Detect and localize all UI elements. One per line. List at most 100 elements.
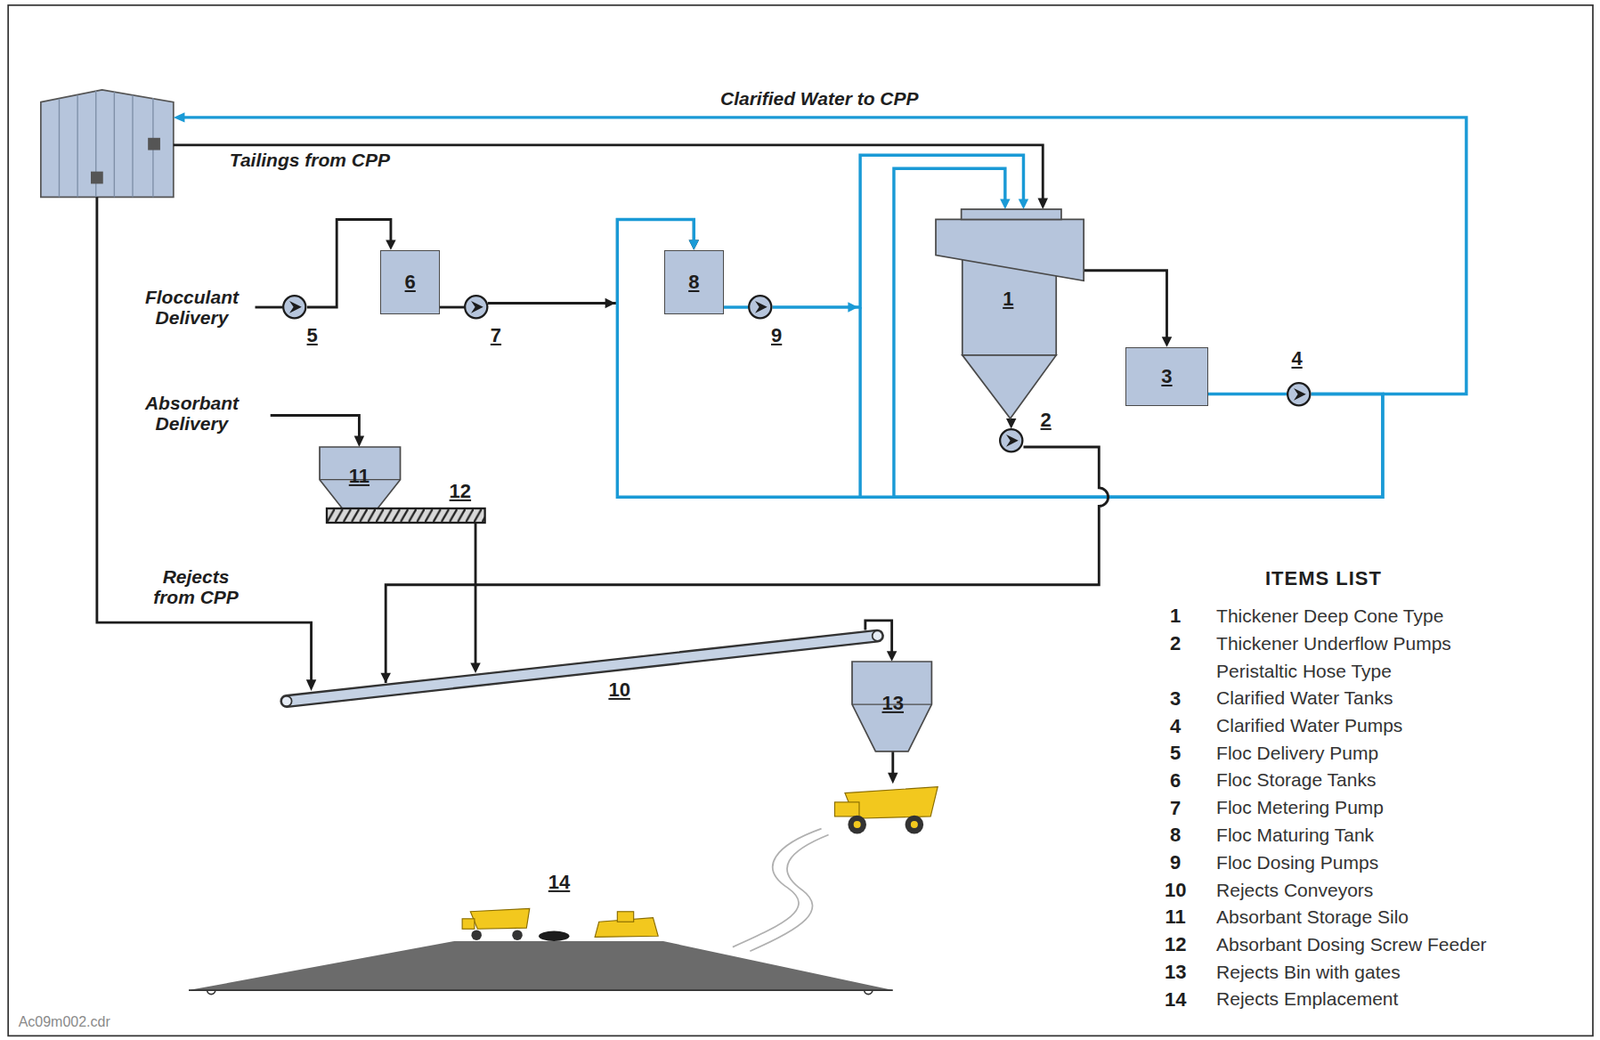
callout-number: 11 (349, 465, 370, 488)
frame (8, 5, 1593, 1037)
pump-symbol-outline (282, 294, 308, 320)
item-text: Clarified Water Tanks (1216, 683, 1393, 712)
emplacement-outline (188, 934, 894, 996)
arrow-head (689, 239, 699, 250)
input-label: Absorbant Delivery (145, 392, 239, 434)
callout-number: 1 (1002, 288, 1014, 310)
item-number: 2 (1169, 629, 1181, 658)
water-pipe (1208, 393, 1287, 395)
item-text: Floc Dosing Pumps (1216, 848, 1379, 877)
item-text: Floc Delivery Pump (1216, 739, 1379, 767)
thickener: 1 (935, 209, 1084, 419)
callout-number: 7 (490, 324, 502, 347)
bin: 13 (852, 661, 932, 752)
callout-number: 12 (449, 480, 472, 503)
item-text: Rejects Emplacement (1216, 984, 1398, 1013)
item-number: 8 (1169, 820, 1181, 849)
arrow-head (886, 650, 897, 661)
item-text: Rejects Conveyors (1216, 876, 1373, 904)
screw-feeder: 12 (326, 508, 486, 523)
item-number: 12 (1164, 930, 1186, 959)
flow-label: Clarified Water to CPP (720, 89, 919, 110)
item-number: 6 (1169, 765, 1181, 794)
process-line (439, 306, 465, 308)
screw-feeder-outline (326, 508, 486, 523)
item-number: 14 (1164, 984, 1186, 1013)
item-text: Floc Storage Tanks (1216, 765, 1376, 794)
tank-box: 6 (380, 250, 439, 315)
callout-number: 3 (1161, 365, 1172, 388)
callout-number: 2 (1040, 409, 1052, 431)
thickener-outline (935, 209, 1084, 419)
arrow-head (385, 239, 396, 250)
connector-line (1083, 270, 1167, 340)
rejects-line (97, 196, 317, 691)
absorbant-delivery-line (270, 415, 365, 448)
item-number: 1 (1169, 601, 1181, 630)
item-number: 3 (1169, 683, 1181, 712)
tank-box: 8 (664, 250, 723, 315)
item-number: 13 (1164, 958, 1186, 986)
item-text: Absorbant Storage Silo (1216, 902, 1409, 931)
haul-road (732, 828, 829, 952)
water-pipe (893, 168, 1383, 497)
connector-line (307, 219, 391, 308)
connector-line (617, 219, 1383, 497)
pump-symbol: 5 (282, 294, 308, 320)
connector-line (474, 522, 478, 666)
item-text: Absorbant Dosing Screw Feeder (1216, 930, 1487, 959)
cpp-building (40, 89, 174, 197)
callout-number: 6 (405, 271, 416, 293)
list-heading: ITEMS LIST (1265, 567, 1382, 591)
pump-symbol-outline (747, 294, 773, 320)
item-text: Floc Metering Pump (1216, 793, 1384, 821)
item-number: 9 (1169, 848, 1181, 877)
callout-number: 9 (771, 324, 782, 347)
arrow-head (1161, 336, 1172, 347)
item-text: Clarified Water Pumps (1216, 711, 1403, 740)
arrow-head (1006, 418, 1016, 429)
water-pipe (617, 219, 1383, 497)
connector-line (487, 219, 695, 303)
item-text: Floc Maturing Tank (1216, 820, 1374, 849)
pump-symbol: 7 (463, 294, 489, 320)
input-label: Rejects from CPP (146, 566, 244, 608)
arrow-head (605, 298, 616, 309)
clarified-water-line (173, 112, 1467, 394)
item-number: 11 (1165, 902, 1186, 931)
callout-number: 10 (608, 679, 630, 701)
item-number: 10 (1164, 876, 1186, 904)
callout-number: 5 (307, 324, 318, 347)
callout-number: 4 (1291, 348, 1302, 370)
process-line (470, 522, 480, 674)
process-line (1083, 270, 1172, 348)
conveyor: 10 (280, 627, 888, 710)
pump-symbol: 9 (747, 294, 773, 320)
arrow-head (1018, 199, 1029, 210)
tank-box: 3 (1125, 347, 1209, 407)
file-watermark: Ac09m002.cdr (18, 1014, 111, 1031)
bin-to-truck-arrow (887, 751, 898, 785)
connector-line (893, 168, 1383, 497)
pump-symbol-outline (1286, 381, 1312, 407)
flocculant-delivery-line (255, 306, 284, 309)
pump-symbol-outline (998, 428, 1024, 454)
arrow-head (689, 239, 699, 250)
arrow-head (847, 301, 858, 312)
arrow-head (999, 199, 1010, 210)
pump-symbol: 2 (998, 428, 1024, 454)
callout-number: 14 (548, 871, 570, 894)
item-number: 7 (1169, 793, 1181, 821)
item-number: 4 (1169, 711, 1181, 740)
emplacement: 14 (188, 934, 894, 996)
haul-truck (834, 787, 938, 835)
conveyor-outline (280, 627, 888, 710)
input-label: Flocculant Delivery (145, 286, 239, 328)
process-line (1006, 418, 1016, 429)
flow-label: Tailings from CPP (229, 149, 390, 171)
silo: 11 (319, 446, 401, 509)
item-text: Thickener Underflow Pumps Peristaltic Ho… (1216, 629, 1497, 685)
item-number: 5 (1169, 739, 1181, 767)
